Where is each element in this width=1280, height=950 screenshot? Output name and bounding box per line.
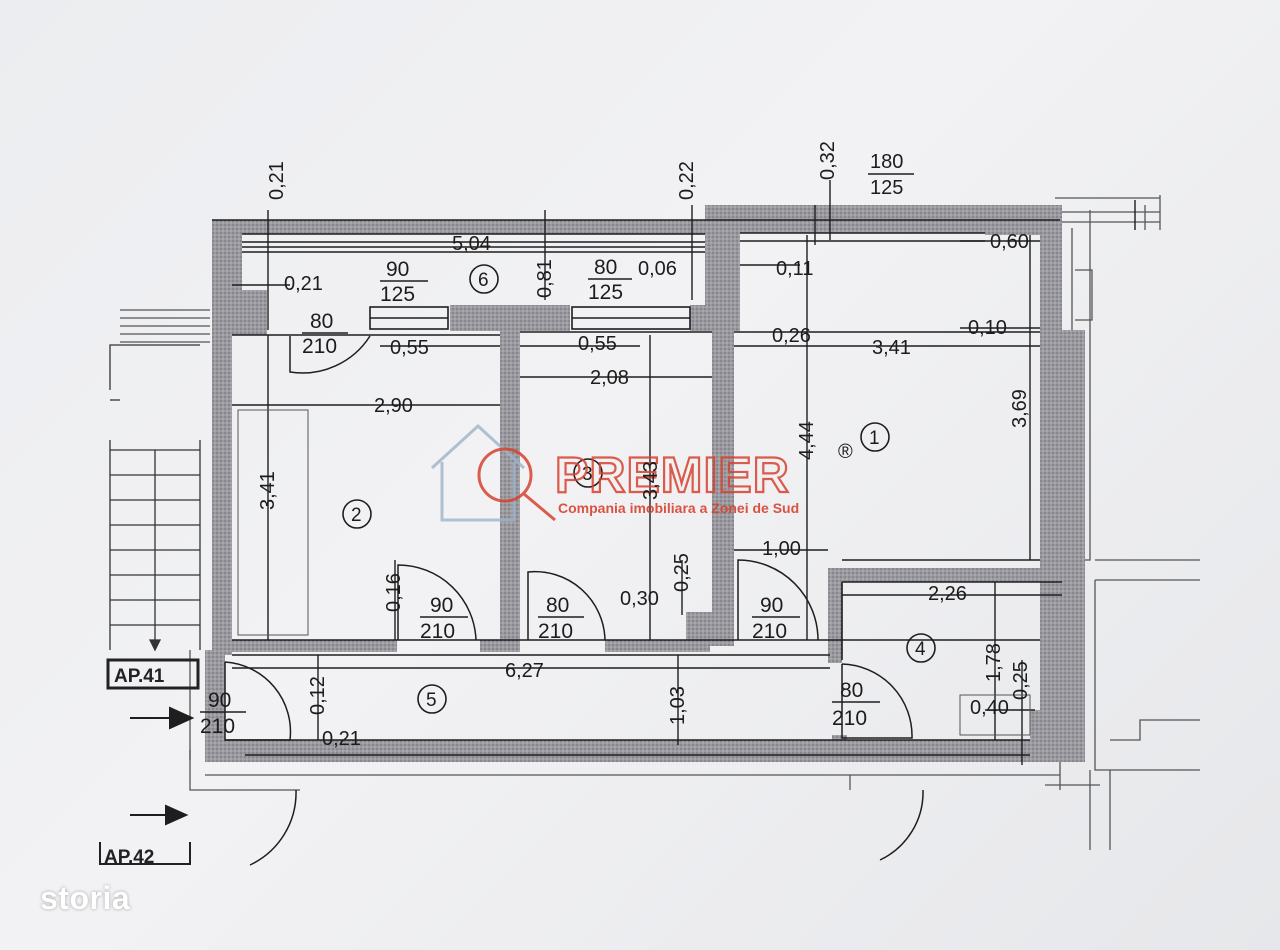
dim-top-wall-022: 0,22 — [676, 161, 698, 200]
ap42-label: AP.42 — [104, 847, 154, 868]
room-furniture — [237, 409, 1031, 736]
window-top-180: 180 — [870, 151, 903, 173]
svg-text:210: 210 — [538, 620, 573, 643]
dim-length-627: 6,27 — [505, 660, 544, 682]
room-2-number: 2 — [351, 505, 362, 526]
dim-offset-040: 0,40 — [970, 697, 1009, 719]
dim-length-208: 2,08 — [590, 367, 629, 389]
svg-text:90: 90 — [430, 594, 453, 617]
dim-offset-010: 0,10 — [968, 317, 1007, 339]
door-labels: 90 125 80 125 80 210 90 210 80 210 90 21… — [200, 256, 880, 738]
dim-length-369: 3,69 — [1009, 389, 1031, 428]
svg-text:210: 210 — [200, 715, 235, 738]
room-6-number: 6 — [478, 270, 489, 291]
watermark-registered-mark: ® — [838, 441, 853, 463]
svg-text:80: 80 — [546, 594, 569, 617]
window-top-125: 125 — [870, 177, 903, 199]
dim-offset-016: 0,16 — [383, 573, 405, 612]
room-6-circle — [469, 264, 499, 294]
dim-offset-055-right: 0,55 — [578, 333, 617, 355]
ap41-label: AP.41 — [114, 666, 165, 687]
dim-length-103: 1,03 — [667, 686, 689, 725]
svg-text:90: 90 — [386, 258, 409, 281]
room-5-circle — [417, 684, 447, 714]
dim-length-178: 1,78 — [983, 643, 1005, 682]
door-80-210-room4-label: 80 210 — [832, 679, 880, 730]
apartment-labels: AP.41 AP.42 — [99, 658, 200, 868]
svg-text:125: 125 — [380, 283, 415, 306]
dim-top-wall-032: 0,32 — [817, 141, 839, 180]
room-4-circle — [906, 633, 936, 663]
room-2-circle — [342, 499, 372, 529]
magnifier-icon — [477, 447, 556, 522]
svg-text:125: 125 — [588, 281, 623, 304]
room-1-circle — [860, 422, 890, 452]
room-4-number: 4 — [915, 639, 926, 660]
dim-length-100: 1,00 — [762, 538, 801, 560]
dim-offset-021-bottom: 0,21 — [322, 728, 361, 750]
dim-offset-026: 0,26 — [772, 325, 811, 347]
dim-length-343: 3,43 — [640, 461, 662, 500]
watermark-subtitle: Compania imobiliara a Zonei de Sud — [558, 500, 799, 516]
dim-length-504: 5,04 — [452, 233, 491, 255]
door-90-210-room2-label: 90 210 — [420, 594, 468, 643]
svg-text:90: 90 — [760, 594, 783, 617]
svg-text:210: 210 — [302, 335, 337, 358]
window-90-125-label: 90 125 — [380, 258, 428, 306]
dim-offset-021: 0,21 — [284, 273, 323, 295]
entry-arrows — [130, 706, 195, 826]
dim-length-226: 2,26 — [928, 583, 967, 605]
wall-outlines — [212, 219, 1062, 756]
door-80-210-room3-label: 80 210 — [538, 594, 584, 643]
svg-text:210: 210 — [832, 707, 867, 730]
door-90-210-room1-label: 90 210 — [752, 594, 800, 643]
dim-offset-025-r3: 0,25 — [671, 553, 693, 592]
dim-offset-055-left: 0,55 — [390, 337, 429, 359]
dim-offset-012: 0,12 — [307, 676, 329, 715]
room-markers — [342, 264, 936, 714]
house-icon — [430, 423, 526, 522]
room-3-circle — [573, 458, 603, 488]
dim-offset-030: 0,30 — [620, 588, 659, 610]
room-1-number: 1 — [869, 428, 880, 449]
svg-text:210: 210 — [752, 620, 787, 643]
dim-length-290: 2,90 — [374, 395, 413, 417]
dim-length-341-v: 3,41 — [257, 471, 279, 510]
watermark-title: PREMIER — [555, 447, 790, 503]
dim-length-444: 4,44 — [796, 421, 818, 460]
dim-offset-006: 0,06 — [638, 258, 677, 280]
window-80-125-label: 80 125 — [588, 256, 632, 304]
dimension-lines — [232, 180, 1062, 765]
svg-text:80: 80 — [594, 256, 617, 279]
room-5-number: 5 — [426, 690, 437, 711]
door-swings — [224, 335, 924, 866]
dim-offset-081: 0,81 — [534, 259, 556, 298]
balcony-marks — [544, 200, 1136, 300]
staircase — [109, 344, 201, 652]
dim-offset-011: 0,11 — [776, 258, 813, 280]
dim-top-wall-021: 0,21 — [266, 161, 288, 200]
svg-text:80: 80 — [310, 310, 333, 333]
door-80-210-room6-label: 80 210 — [302, 310, 348, 358]
dim-offset-025-r4: 0,25 — [1010, 661, 1032, 700]
storia-logo: storia — [40, 880, 131, 916]
svg-text:90: 90 — [208, 689, 231, 712]
svg-text:210: 210 — [420, 620, 455, 643]
premier-watermark: PREMIER Compania imobiliara a Zonei de S… — [430, 423, 853, 522]
dim-offset-060: 0,60 — [990, 231, 1029, 253]
door-90-210-entry-label: 90 210 — [200, 689, 246, 738]
svg-text:80: 80 — [840, 679, 863, 702]
dim-length-341-h: 3,41 — [872, 337, 911, 359]
room-3-number: 3 — [582, 464, 593, 485]
